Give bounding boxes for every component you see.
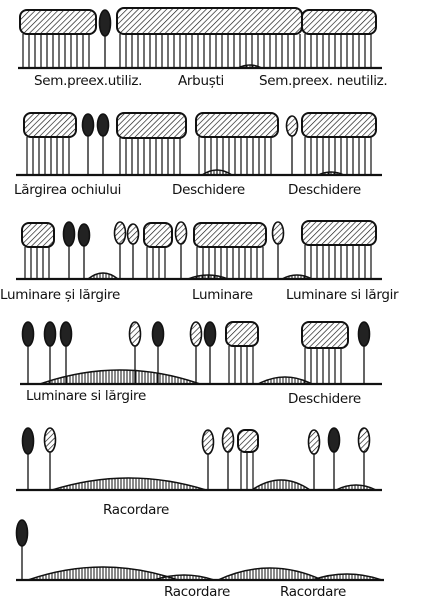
canopy-5a — [238, 430, 258, 490]
canopy-2c — [196, 113, 278, 175]
label-luminare: Luminare — [192, 287, 253, 303]
label-deschidere-1: Deschidere — [172, 182, 245, 198]
mound-5a — [52, 478, 206, 490]
mound-5b — [252, 480, 310, 490]
tree-2b — [98, 114, 109, 175]
tree-3b — [79, 224, 90, 279]
canopy-3d — [302, 221, 376, 279]
tree-3a — [64, 222, 75, 279]
tree-3d — [128, 224, 139, 279]
label-racordare-1: Racordare — [103, 502, 169, 518]
tree-5g — [359, 428, 370, 490]
tree-3f — [273, 222, 284, 279]
tree-4c — [61, 322, 72, 384]
canopy-4a — [226, 322, 258, 384]
label-seminis-preexistent-neutilizat: Sem.preex. neutiliz. — [259, 73, 387, 89]
tree-5f — [329, 428, 340, 490]
canopy-2a — [24, 113, 76, 175]
canopy-3c — [194, 223, 266, 279]
label-largirea-ochiului: Lărgirea ochiului — [14, 182, 121, 198]
label-luminare-si-largire: Luminare și lărgire — [0, 287, 120, 303]
canopy-3a — [22, 223, 54, 279]
canopy-2b — [117, 113, 186, 175]
label-deschidere-3: Deschidere — [288, 391, 361, 407]
mound-6c — [218, 568, 322, 580]
label-seminis-preexistent-utilizat: Sem.preex.utiliz. — [34, 73, 142, 89]
tree-3e — [176, 222, 187, 279]
label-racordare-2: Racordare — [164, 584, 230, 600]
tree-3c — [115, 222, 126, 279]
tree-4h — [359, 322, 370, 384]
label-arbusti: Arbuști — [178, 73, 224, 89]
tree-5c — [203, 430, 214, 490]
tree-2a — [83, 114, 94, 175]
tree-5a — [23, 428, 34, 490]
mound-4a — [40, 370, 200, 384]
canopy-1c — [302, 10, 376, 68]
tree-1a — [100, 10, 111, 68]
tree-4a — [23, 322, 34, 384]
tree-4b — [45, 322, 56, 384]
canopy-1a — [20, 10, 96, 68]
label-luminare-si-largire-2: Luminare si lărgire — [26, 388, 146, 404]
label-deschidere-2: Deschidere — [288, 182, 361, 198]
tree-4f — [191, 322, 202, 384]
canopy-2d — [302, 113, 376, 175]
tree-6a — [17, 520, 28, 580]
canopy-3b — [144, 223, 172, 279]
tree-2c — [287, 116, 298, 175]
canopy-4b — [302, 322, 348, 384]
tree-4g — [205, 322, 216, 384]
tree-5b — [45, 428, 56, 490]
label-racordare-3: Racordare — [280, 584, 346, 600]
tree-5e — [309, 430, 320, 490]
label-luminare-si-largir: Luminare si lărgir — [286, 287, 398, 303]
canopy-1b — [117, 8, 302, 68]
mound-6a — [28, 567, 178, 580]
tree-5d — [223, 428, 234, 490]
